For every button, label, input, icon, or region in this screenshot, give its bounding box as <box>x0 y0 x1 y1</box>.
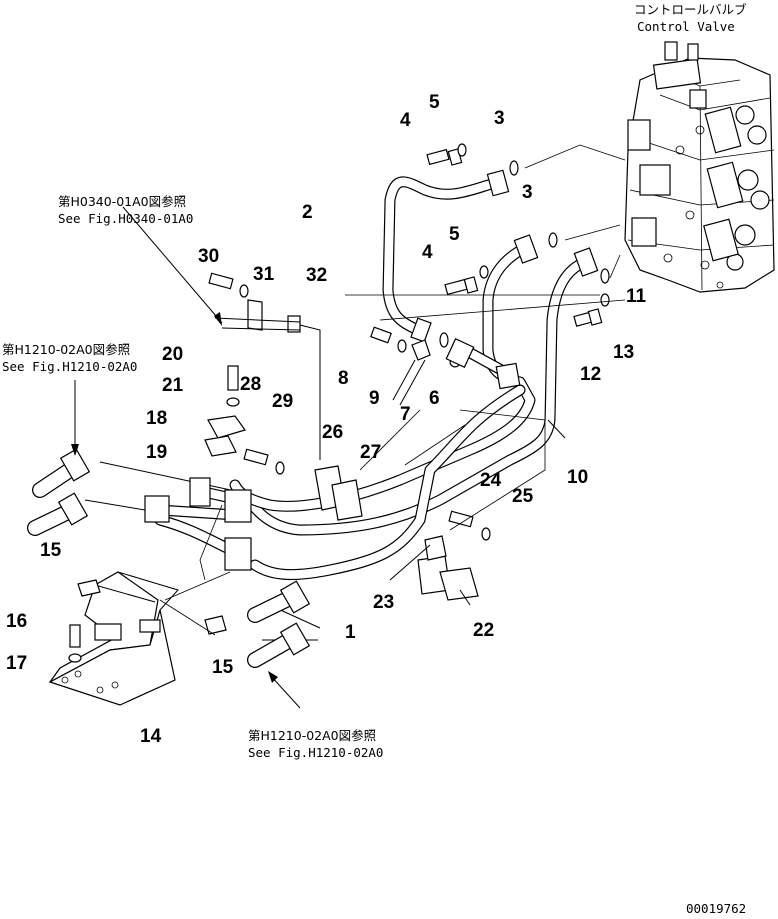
drawing-number: 00019762 <box>686 901 746 916</box>
hose-ends <box>27 448 311 668</box>
part-number-6: 6 <box>429 388 440 409</box>
control-valve <box>624 41 775 293</box>
part-number-14: 14 <box>140 726 162 747</box>
control-valve-label-jp: コントロールバルブ <box>634 2 747 17</box>
part-number-21: 21 <box>162 375 184 396</box>
part-number-12: 12 <box>580 364 601 385</box>
part-number-10: 10 <box>567 467 588 488</box>
ref-h0340-jp: 第H0340-01A0図参照 <box>58 194 186 209</box>
part-number-13: 13 <box>613 342 634 363</box>
leader-lines <box>71 144 626 709</box>
control-valve-label-en: Control Valve <box>637 19 735 34</box>
part-number-15a: 15 <box>40 540 62 561</box>
ref-h1210-bottom-en: See Fig.H1210-02A0 <box>248 745 383 760</box>
ref-h1210-left-en: See Fig.H1210-02A0 <box>2 359 137 374</box>
part-numbers: 1 2 3 3 4 4 5 5 6 7 8 9 10 11 12 13 14 1… <box>6 92 647 747</box>
part-number-1: 1 <box>345 622 356 643</box>
part-number-18: 18 <box>146 408 167 429</box>
ref-h1210-bottom-jp: 第H1210-02A0図参照 <box>248 728 376 743</box>
part-number-15b: 15 <box>212 657 234 678</box>
part-number-27: 27 <box>360 442 381 463</box>
part-number-16: 16 <box>6 611 27 632</box>
fittings <box>68 143 610 663</box>
pipe-2 <box>382 169 510 343</box>
part-number-3b: 3 <box>522 182 533 203</box>
part-number-17: 17 <box>6 653 27 674</box>
part-number-5a: 5 <box>429 92 440 113</box>
part-number-8: 8 <box>338 368 349 389</box>
part-number-32: 32 <box>306 265 327 286</box>
part-number-3a: 3 <box>494 108 505 129</box>
reference-notes: コントロールバルブ Control Valve 第H0340-01A0図参照 S… <box>2 2 747 916</box>
pipe-1 <box>249 338 526 580</box>
part-number-20: 20 <box>162 344 183 365</box>
ref-h0340-en: See Fig.H0340-01A0 <box>58 211 193 226</box>
part-number-24: 24 <box>480 470 502 491</box>
part-number-7: 7 <box>400 404 411 425</box>
part-number-29: 29 <box>272 391 293 412</box>
part-number-25: 25 <box>512 486 534 507</box>
pipe-upper <box>229 234 539 512</box>
part-number-28: 28 <box>240 374 261 395</box>
part-number-5b: 5 <box>449 224 460 245</box>
left-pipes <box>84 461 321 641</box>
part-number-2: 2 <box>302 202 313 223</box>
part-number-4b: 4 <box>422 242 433 263</box>
part-number-19: 19 <box>146 442 167 463</box>
part-number-9: 9 <box>369 388 380 409</box>
part-number-23: 23 <box>373 592 394 613</box>
bracket-14 <box>48 571 179 706</box>
part-number-22: 22 <box>473 620 494 641</box>
part-number-31: 31 <box>253 264 275 285</box>
part-number-4a: 4 <box>400 110 411 131</box>
part-number-26: 26 <box>322 422 343 443</box>
ref-h1210-left-jp: 第H1210-02A0図参照 <box>2 342 130 357</box>
part-number-30: 30 <box>198 246 219 267</box>
part-number-11: 11 <box>626 286 647 307</box>
pipe-10 <box>239 247 599 536</box>
